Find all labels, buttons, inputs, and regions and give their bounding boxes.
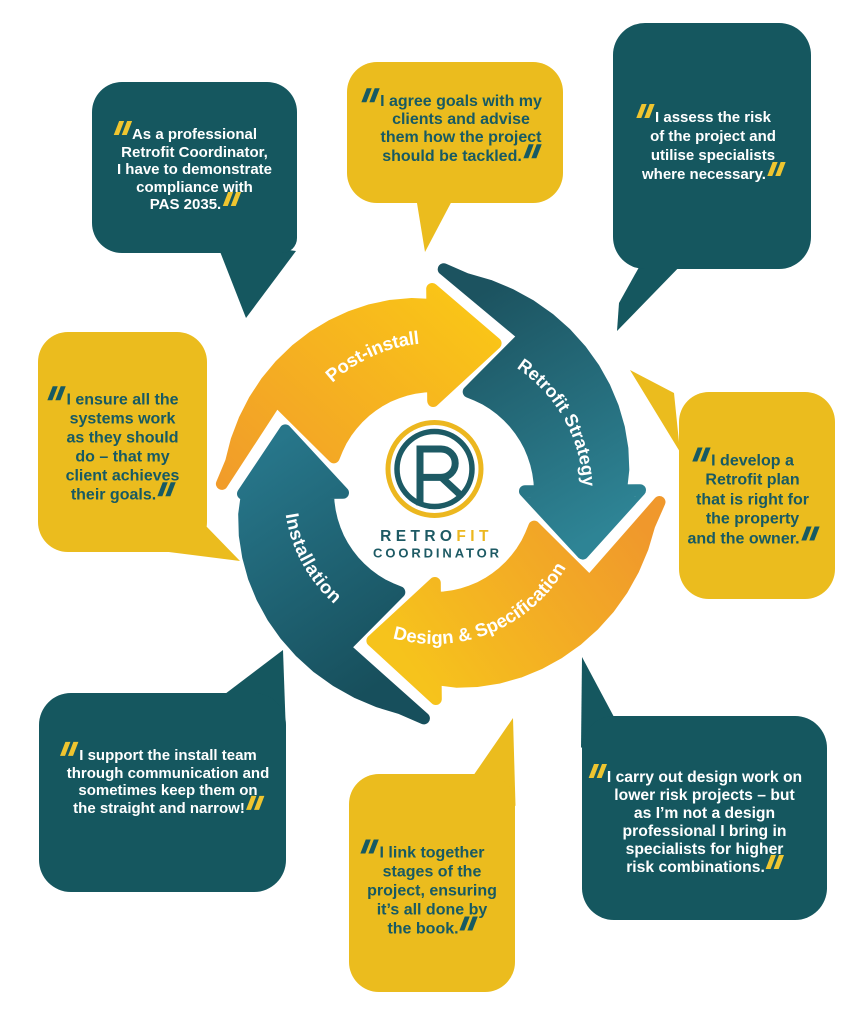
- svg-text:D: D: [392, 622, 410, 646]
- svg-text:a: a: [396, 328, 411, 351]
- svg-text:s: s: [416, 626, 428, 648]
- svg-text:e: e: [405, 625, 418, 647]
- svg-text:i: i: [426, 627, 432, 648]
- svg-text:l: l: [407, 327, 415, 349]
- svg-text:n: n: [283, 516, 306, 532]
- svg-text:y: y: [578, 475, 599, 486]
- svg-text:g: g: [431, 627, 443, 648]
- svg-text:RETROFIT: RETROFIT: [380, 528, 493, 545]
- svg-text:I: I: [282, 511, 304, 520]
- svg-text:COORDINATOR: COORDINATOR: [373, 546, 502, 561]
- svg-text:g: g: [577, 463, 598, 477]
- svg-text:t: t: [573, 446, 594, 457]
- svg-text:&: &: [456, 623, 473, 646]
- svg-text:n: n: [441, 626, 454, 648]
- svg-text:e: e: [575, 453, 597, 467]
- svg-text:l: l: [413, 327, 420, 348]
- svg-text:t: t: [390, 330, 401, 352]
